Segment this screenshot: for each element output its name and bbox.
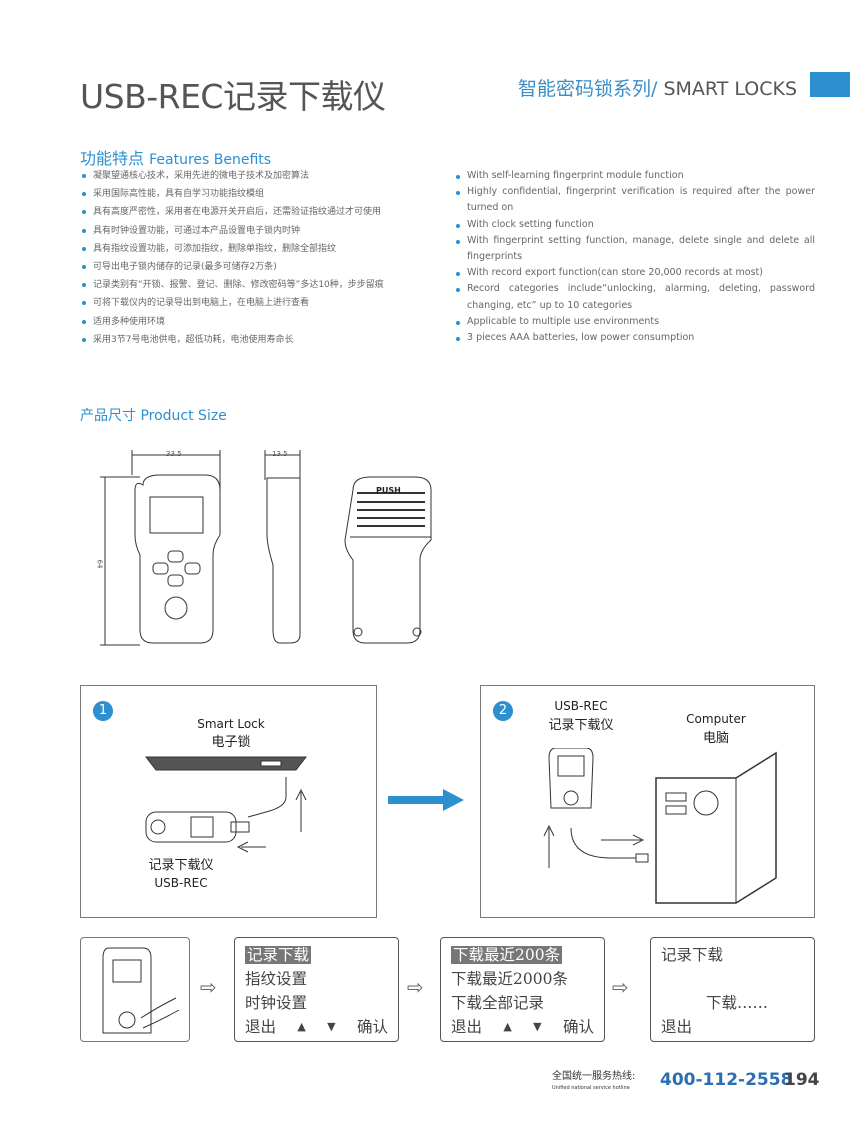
- exit-label[interactable]: 退出: [245, 1018, 277, 1036]
- list-item: Record categories include“unlocking, ala…: [454, 281, 815, 313]
- accent-block: [810, 72, 850, 97]
- step2-panel: 2 USB-REC 记录下载仪 Computer 电脑: [480, 685, 815, 918]
- down-icon[interactable]: ▼: [327, 1020, 336, 1033]
- step-number: 1: [93, 701, 113, 721]
- device-press-icon: [102, 947, 180, 1034]
- menu-item-selected[interactable]: 下载最近200条: [451, 946, 563, 964]
- list-item: 采用国际高性能，具有自学习功能指纹模组: [80, 185, 440, 203]
- device-en: USB-REC: [154, 876, 208, 890]
- menu-item[interactable]: 下载全部记录: [451, 994, 545, 1012]
- confirm-label[interactable]: 确认: [356, 1018, 388, 1036]
- connection-illustration: [144, 756, 308, 853]
- features-heading-en: Features Benefits: [149, 152, 272, 168]
- features-en-list: With self-learning fingerprint module fu…: [454, 168, 815, 346]
- list-item: 凝聚望通核心技术，采用先进的微电子技术及加密算法: [80, 167, 440, 185]
- menu-item[interactable]: 时钟设置: [245, 994, 308, 1012]
- page-number: 194: [784, 1070, 820, 1090]
- up-icon[interactable]: ▲: [503, 1020, 512, 1033]
- confirm-label[interactable]: 确认: [562, 1018, 594, 1036]
- page-title: USB-REC记录下载仪: [80, 77, 386, 116]
- list-item: 3 pieces AAA batteries, low power consum…: [454, 330, 815, 346]
- hotline-en: Unified national service hotline: [552, 1085, 630, 1091]
- list-item: With self-learning fingerprint module fu…: [454, 168, 815, 184]
- features-heading: 功能特点 Features Benefits: [80, 145, 271, 169]
- list-item: 可将下载仪内的记录导出到电脑上，在电脑上进行查看: [80, 294, 440, 312]
- computer-cn: 电脑: [702, 731, 729, 746]
- device-cn: 记录下载仪: [148, 858, 214, 873]
- next-arrow-icon: ⇨: [407, 975, 424, 999]
- smart-lock-cn: 电子锁: [211, 735, 251, 750]
- series-cn: 智能密码锁系列/: [518, 78, 658, 100]
- device-cn: 记录下载仪: [548, 718, 614, 733]
- list-item: With clock setting function: [454, 217, 815, 233]
- step1-panel: 1 Smart Lock 电子锁 记录下载仪 USB-REC: [80, 685, 377, 918]
- step-number: 2: [493, 701, 513, 721]
- exit-label[interactable]: 退出: [451, 1018, 483, 1036]
- hotline-cn: 全国统一服务热线:: [552, 1071, 636, 1082]
- size-heading: 产品尺寸 Product Size: [80, 405, 227, 425]
- menu-item-selected[interactable]: 记录下载: [245, 946, 312, 964]
- computer-en: Computer: [686, 712, 746, 726]
- list-item: With fingerprint setting function, manag…: [454, 233, 815, 265]
- connection-illustration: [543, 748, 777, 904]
- next-arrow-icon: ⇨: [200, 975, 217, 999]
- list-item: 记录类别有“开锁、报警、登记、删除、修改密码等”多达10种，步步留痕: [80, 276, 440, 294]
- size-heading-cn: 产品尺寸: [80, 408, 136, 424]
- size-heading-en: Product Size: [140, 408, 227, 424]
- device-hand-illustration: [80, 937, 190, 1042]
- depth-dimension: 13.5: [272, 450, 288, 458]
- right-arrow-icon: [388, 789, 464, 811]
- down-icon[interactable]: ▼: [533, 1020, 542, 1033]
- list-item: Highly confidential, fingerprint verific…: [454, 184, 815, 216]
- series-en: SMART LOCKS: [657, 78, 798, 100]
- menu-item[interactable]: 下载最近2000条: [451, 970, 568, 988]
- screen-title: 记录下载: [661, 946, 724, 964]
- menu-screen-3: 记录下载 下载…… 退出: [650, 937, 815, 1042]
- menu-screen-2: 下载最近200条 下载最近2000条 下载全部记录 退出 ▲ ▼ 确认: [440, 937, 605, 1042]
- hotline-number: 400-112-2558: [660, 1070, 793, 1090]
- menu-item[interactable]: 指纹设置: [245, 970, 308, 988]
- downloading-status: 下载……: [706, 994, 769, 1012]
- list-item: 适用多种使用环境: [80, 313, 440, 331]
- up-icon[interactable]: ▲: [297, 1020, 306, 1033]
- smart-lock-en: Smart Lock: [197, 717, 265, 731]
- list-item: Applicable to multiple use environments: [454, 314, 815, 330]
- list-item: 具有指纹设置功能，可添加指纹，删除单指纹，删除全部指纹: [80, 240, 440, 258]
- features-cn-list: 凝聚望通核心技术，采用先进的微电子技术及加密算法 采用国际高性能，具有自学习功能…: [80, 167, 440, 349]
- list-item: With record export function(can store 20…: [454, 265, 815, 281]
- features-heading-cn: 功能特点: [80, 149, 145, 168]
- next-arrow-icon: ⇨: [612, 975, 629, 999]
- list-item: 采用3节7号电池供电，超低功耗，电池使用寿命长: [80, 331, 440, 349]
- push-label: PUSH: [376, 486, 401, 495]
- height-dimension: 64: [95, 559, 104, 569]
- exit-label[interactable]: 退出: [661, 1018, 693, 1036]
- menu-screen-1: 记录下载 指纹设置 时钟设置 退出 ▲ ▼ 确认: [234, 937, 399, 1042]
- list-item: 具有时钟设置功能，可通过本产品设置电子锁内时钟: [80, 222, 440, 240]
- product-dimension-drawing: [100, 450, 432, 646]
- series-label: 智能密码锁系列/ SMART LOCKS: [518, 74, 797, 101]
- list-item: 具有高度严密性，采用者在电源开关开启后，还需验证指纹通过才可使用: [80, 203, 440, 221]
- device-en: USB-REC: [554, 699, 608, 713]
- list-item: 可导出电子锁内储存的记录(最多可储存2万条): [80, 258, 440, 276]
- width-dimension: 33.5: [166, 450, 182, 458]
